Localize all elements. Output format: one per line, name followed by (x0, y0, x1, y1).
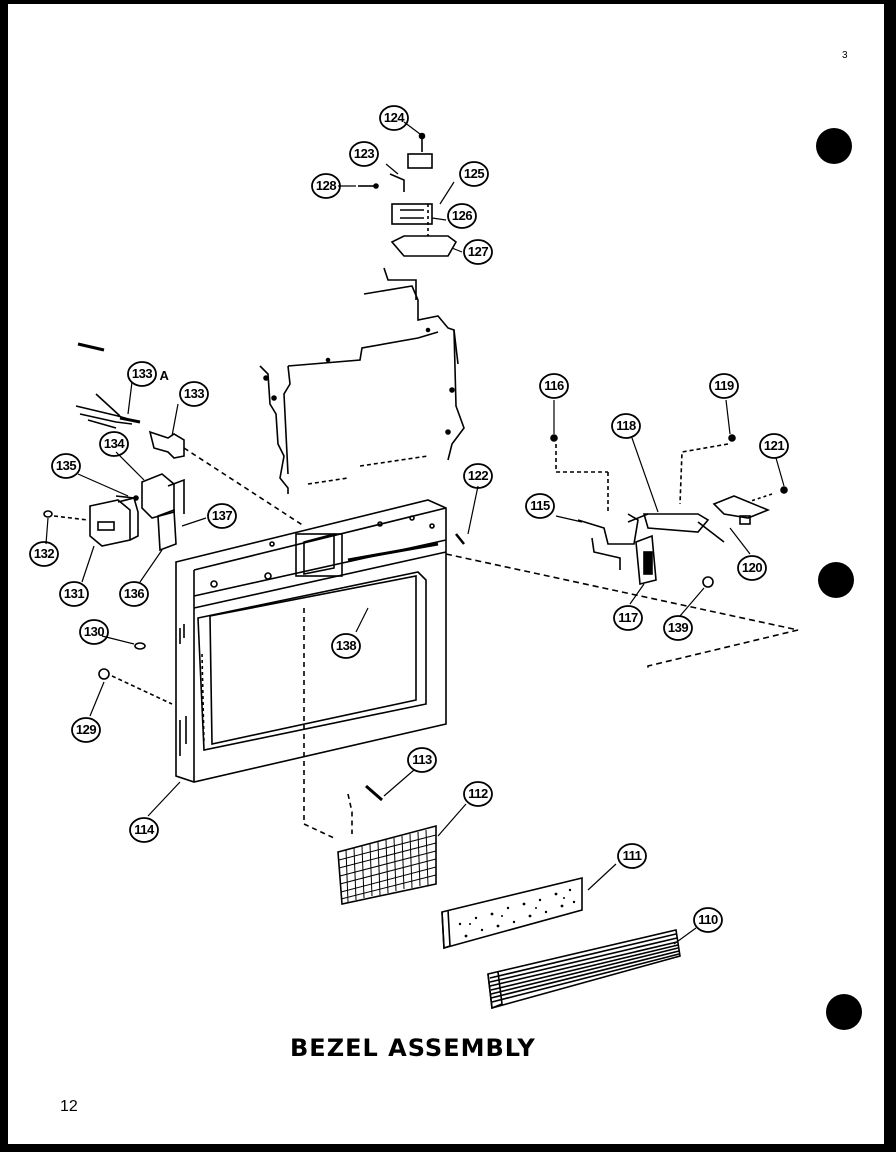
callout-124: 124 (384, 110, 405, 125)
frame-screw (445, 533, 799, 668)
page-number: 12 (60, 1098, 78, 1115)
callout-113: 113 (412, 752, 432, 767)
callout-circles (29, 105, 789, 933)
callout-125: 125 (464, 166, 484, 181)
callout-110: 110 (698, 912, 718, 927)
callout-139: 139 (668, 620, 688, 635)
front-grille-louvers (487, 929, 681, 1010)
leader-lines (45, 121, 785, 945)
binder-hole-middle (818, 562, 854, 598)
callout-136: 136 (124, 586, 144, 601)
callout-116: 116 (544, 378, 564, 393)
binder-hole-bottom (826, 994, 862, 1030)
left-bracket-parts (115, 473, 185, 552)
callout-132: 132 (34, 546, 54, 561)
bezel-assembly-diagram: 124 123 125 128 126 127 133 A 133 134 13… (29, 105, 799, 1010)
callout-118: 118 (616, 418, 636, 433)
callout-121: 121 (764, 438, 784, 453)
callout-130: 130 (84, 624, 104, 639)
callout-126: 126 (452, 208, 472, 223)
callout-115: 115 (530, 498, 550, 513)
control-panel-housing (259, 267, 465, 494)
callout-112: 112 (468, 786, 488, 801)
callout-127: 127 (468, 244, 488, 259)
bezel-frame (175, 499, 447, 839)
plug-part (148, 430, 305, 527)
callout-128: 128 (316, 178, 336, 193)
callout-133a: 133 (132, 366, 152, 381)
callout-138: 138 (336, 638, 356, 653)
callout-133a-suffix: A (160, 368, 170, 383)
wire-harness (75, 342, 141, 429)
callout-122: 122 (468, 468, 488, 483)
thermostat-switch (43, 497, 139, 547)
callout-120: 120 (742, 560, 762, 575)
corner-mark: 3 (842, 50, 848, 61)
callout-114: 114 (134, 822, 155, 837)
callout-134: 134 (104, 436, 125, 451)
callout-111: 111 (623, 848, 642, 863)
binder-hole-top (816, 128, 852, 164)
knob-hardware (98, 642, 173, 705)
right-bracket-assembly (550, 434, 788, 588)
callout-119: 119 (714, 378, 734, 393)
filter-mesh (337, 784, 437, 905)
callout-135: 135 (56, 458, 76, 473)
callout-131: 131 (64, 586, 84, 601)
callout-129: 129 (76, 722, 96, 737)
diagram-title: BEZEL ASSEMBLY (290, 1034, 536, 1062)
top-hinge-parts (358, 132, 458, 257)
callout-123: 123 (354, 146, 374, 161)
parts-diagram-page: 124 123 125 128 126 127 133 A 133 134 13… (8, 4, 884, 1144)
callout-117: 117 (618, 610, 638, 625)
filter-pad (441, 876, 583, 950)
callout-137: 137 (212, 508, 232, 523)
callout-133: 133 (184, 386, 204, 401)
